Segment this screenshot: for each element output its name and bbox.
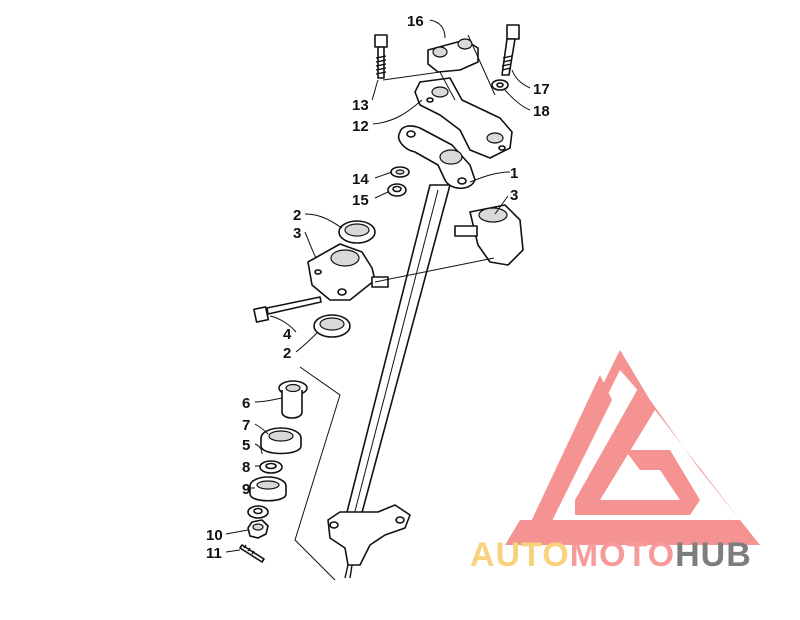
callout-17: 17 bbox=[533, 81, 550, 98]
bolt-17 bbox=[501, 24, 520, 76]
callout-16: 16 bbox=[407, 13, 424, 30]
washer-18 bbox=[491, 79, 509, 91]
callout-10: 10 bbox=[206, 527, 223, 544]
steering-shaft bbox=[327, 125, 476, 579]
callout-18: 18 bbox=[533, 103, 550, 120]
callout-12: 12 bbox=[352, 118, 369, 135]
callout-4: 4 bbox=[283, 326, 292, 343]
callout-11: 11 bbox=[206, 545, 222, 562]
watermark-text-auto: AUTO bbox=[470, 536, 570, 574]
leader-lines bbox=[225, 19, 531, 553]
watermark-logo-inner bbox=[575, 385, 700, 515]
washer-15 bbox=[387, 183, 407, 197]
callout-15: 15 bbox=[352, 192, 369, 209]
washer-8 bbox=[259, 460, 283, 474]
callout-6: 6 bbox=[242, 395, 250, 412]
nut-14 bbox=[390, 166, 410, 178]
bushing-6 bbox=[278, 380, 308, 419]
callout-labels: 16 13 12 17 18 14 15 1 3 2 3 4 2 6 7 5 8… bbox=[206, 13, 550, 562]
bearing-block-right bbox=[454, 204, 524, 266]
callout-3-right: 3 bbox=[510, 187, 518, 204]
bearing-7 bbox=[260, 427, 302, 455]
watermark-logo-left bbox=[520, 375, 612, 545]
watermark-text: AUTOMOTOHUB bbox=[470, 536, 752, 575]
callout-1: 1 bbox=[510, 165, 518, 182]
castle-nut-10 bbox=[247, 519, 269, 539]
bearing-9 bbox=[249, 476, 287, 502]
handlebar-block-lower bbox=[414, 77, 513, 159]
callout-7: 7 bbox=[242, 417, 250, 434]
callout-2-upper: 2 bbox=[293, 207, 301, 224]
bearing-block-left bbox=[307, 243, 389, 301]
cotter-pin-11 bbox=[239, 544, 265, 563]
assembly-line-top bbox=[382, 71, 456, 101]
bolt-4 bbox=[253, 296, 322, 323]
watermark-logo-icon bbox=[505, 350, 760, 545]
bushing-2-upper bbox=[338, 220, 376, 244]
assembly-line-top-right bbox=[467, 34, 496, 96]
callout-14: 14 bbox=[352, 171, 369, 188]
bushing-2-lower bbox=[313, 314, 351, 338]
callout-3-left: 3 bbox=[293, 225, 301, 242]
callout-9: 9 bbox=[242, 481, 250, 498]
watermark-text-moto: MOTO bbox=[569, 536, 676, 574]
handlebar-block-upper bbox=[427, 38, 479, 73]
assembly-line-lower bbox=[294, 366, 341, 581]
callout-2-lower: 2 bbox=[283, 345, 291, 362]
callout-13: 13 bbox=[352, 97, 369, 114]
callout-5: 5 bbox=[242, 437, 250, 454]
assembly-line-blocks bbox=[374, 257, 495, 283]
callout-8: 8 bbox=[242, 459, 250, 476]
bolt-13 bbox=[374, 34, 388, 79]
watermark-text-hub: HUB bbox=[675, 536, 752, 574]
washer-5 bbox=[247, 505, 269, 519]
